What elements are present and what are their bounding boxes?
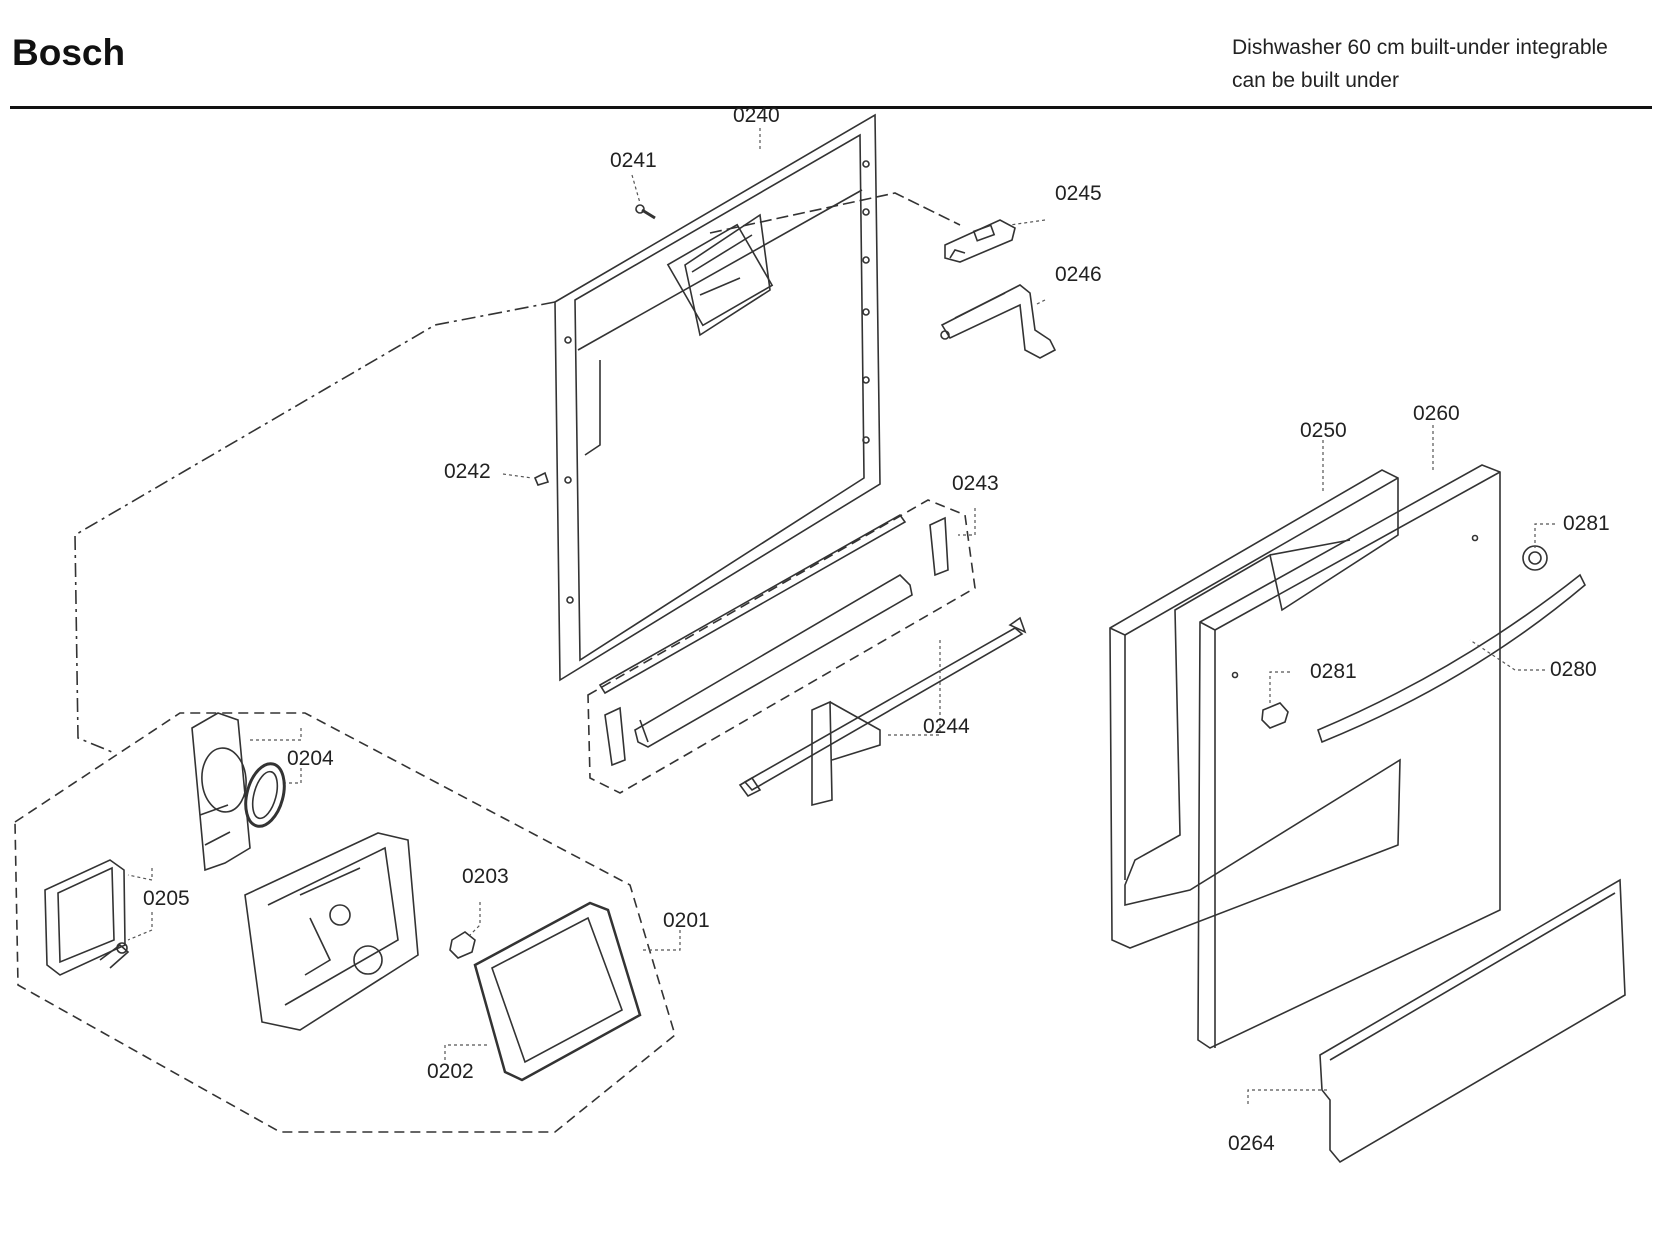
assembly-outline [74, 301, 556, 753]
label-0241: 0241 [610, 149, 657, 172]
label-0260: 0260 [1413, 402, 1460, 425]
label-0281-right: 0281 [1563, 512, 1610, 535]
panel-0250 [1109, 469, 1401, 949]
cap-0281-right [1522, 545, 1548, 571]
handle-0280 [1317, 573, 1586, 744]
rails-0243 [598, 513, 949, 767]
subtitle-line-2: can be built under [1232, 69, 1399, 92]
slide-bar-0244 [738, 616, 1027, 807]
label-0242: 0242 [444, 460, 491, 483]
hinge-0245 [944, 219, 1016, 263]
cap-0281-left [1261, 702, 1289, 729]
label-0202: 0202 [427, 1060, 474, 1083]
label-0250: 0250 [1300, 419, 1347, 442]
label-0204: 0204 [287, 747, 334, 770]
label-0205: 0205 [143, 887, 190, 910]
rail-group-boundary [587, 499, 976, 794]
label-0245: 0245 [1055, 182, 1102, 205]
header-rule [10, 106, 1652, 109]
leader-lines [127, 128, 1555, 1104]
screw-0242 [533, 471, 550, 486]
dispenser-frame-0204 [191, 712, 251, 872]
control-group-boundary [14, 712, 676, 1133]
knob-0203 [449, 931, 476, 959]
decor-panel-0260 [1197, 464, 1501, 1049]
label-0280: 0280 [1550, 658, 1597, 681]
control-module [244, 832, 419, 1031]
label-0246: 0246 [1055, 263, 1102, 286]
label-0244: 0244 [923, 715, 970, 738]
pointer-0245 [709, 192, 961, 234]
inner-door-panel [554, 113, 881, 682]
screw-0241 [635, 204, 656, 220]
label-0201: 0201 [663, 909, 710, 932]
label-0240: 0240 [733, 104, 780, 127]
plinth-0264 [1319, 878, 1626, 1164]
label-0243: 0243 [952, 472, 999, 495]
gasket-frame-0201 [473, 901, 642, 1082]
subtitle-line-1: Dishwasher 60 cm built-under integrable [1232, 36, 1608, 59]
latch-0246 [940, 284, 1057, 359]
brand-title: Bosch [12, 32, 126, 73]
spring-0205 [99, 942, 130, 969]
label-0203: 0203 [462, 865, 509, 888]
cover-plate-0205 [44, 859, 126, 976]
label-0264: 0264 [1228, 1132, 1275, 1155]
label-0281-left: 0281 [1310, 660, 1357, 683]
seal-ring-0204 [244, 762, 286, 828]
